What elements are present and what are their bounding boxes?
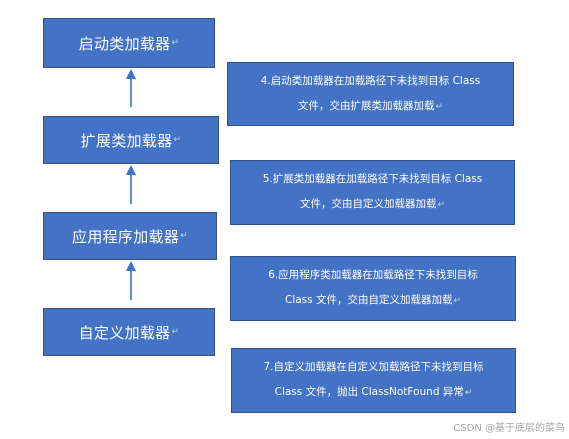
bootstrap-loader-label: 启动类加载器 — [78, 34, 171, 53]
paragraph-mark-icon: ↵ — [453, 296, 461, 306]
note-step-7-line-2: Class 文件，抛出 ClassNotFound 异常 — [274, 386, 464, 398]
paragraph-mark-icon: ↵ — [437, 200, 446, 210]
note-step-5-line-1: 5.扩展类加载器在加载路径下未找到目标 Class — [262, 173, 483, 185]
paragraph-mark-icon: ↵ — [171, 38, 180, 48]
note-step-7: 7.自定义加载器在自定义加载路径下未找到目标 Class 文件，抛出 Class… — [231, 348, 516, 413]
note-step-6-line-2: Class 文件，交由自定义加载器加载 — [284, 294, 453, 306]
custom-loader-box: 自定义加载器↵ — [43, 308, 215, 356]
bootstrap-loader-box: 启动类加载器↵ — [43, 18, 215, 68]
paragraph-mark-icon: ↵ — [464, 388, 473, 398]
note-step-4-line-2: 文件，交由扩展类加载器加载 — [297, 99, 435, 112]
csdn-watermark: CSDN @基于底层的菜鸟 — [453, 423, 565, 434]
note-step-4-line-1: 4.启动类加载器在加载路径下未找到目标 Class — [260, 74, 481, 87]
note-step-5: 5.扩展类加载器在加载路径下未找到目标 Class 文件，交由自定义加载器加载↵ — [230, 160, 515, 225]
custom-loader-label: 自定义加载器 — [78, 323, 171, 342]
application-loader-box: 应用程序加载器↵ — [43, 212, 217, 260]
note-step-5-line-2: 文件，交由自定义加载器加载 — [299, 198, 437, 210]
application-loader-label: 应用程序加载器 — [72, 227, 180, 246]
note-step-6-line-1: 6.应用程序类加载器在加载路径下未找到目标 — [268, 269, 478, 281]
extension-loader-box: 扩展类加载器↵ — [43, 116, 219, 164]
paragraph-mark-icon: ↵ — [180, 231, 188, 241]
note-step-6: 6.应用程序类加载器在加载路径下未找到目标 Class 文件，交由自定义加载器加… — [230, 256, 516, 321]
note-step-4: 4.启动类加载器在加载路径下未找到目标 Class 文件，交由扩展类加载器加载↵ — [227, 62, 514, 126]
extension-loader-label: 扩展类加载器 — [80, 131, 173, 150]
paragraph-mark-icon: ↵ — [435, 101, 444, 112]
note-step-7-line-1: 7.自定义加载器在自定义加载路径下未找到目标 — [263, 361, 484, 373]
paragraph-mark-icon: ↵ — [171, 327, 180, 337]
paragraph-mark-icon: ↵ — [173, 135, 182, 145]
